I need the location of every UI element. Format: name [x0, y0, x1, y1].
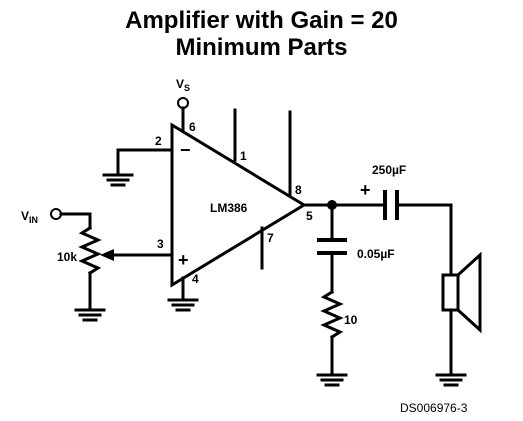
pin1-number: 1 [240, 149, 247, 163]
pin2-number: 2 [155, 134, 162, 148]
output-cap-plus: + [360, 180, 371, 200]
zobel-resistor-label: 10 [344, 313, 358, 327]
pin7-number: 7 [267, 231, 274, 245]
speaker-icon [441, 251, 482, 334]
figure-id: DS006976-3 [400, 401, 468, 415]
pin5-number: 5 [306, 209, 313, 223]
pot-value-label: 10k [57, 250, 77, 264]
ground-icon [74, 308, 106, 322]
zobel-resistor [320, 289, 344, 340]
vin-label: VIN [21, 209, 38, 225]
zobel-cap-label: 0.05µF [357, 247, 395, 261]
ground-icon [316, 373, 348, 387]
title-line-1: Amplifier with Gain = 20 [125, 7, 398, 34]
output-cap-label: 250µF [372, 163, 406, 177]
wiper-arrow-icon [100, 249, 114, 261]
ground-icon [102, 173, 134, 187]
pin4-number: 4 [192, 272, 199, 286]
pin6-number: 6 [189, 120, 196, 134]
noninverting-input-sign: + [178, 250, 189, 270]
ground-icon [167, 298, 199, 312]
vs-label: VS [176, 77, 190, 93]
pin3-number: 3 [157, 237, 164, 251]
pin8-number: 8 [295, 183, 302, 197]
lm386-amplifier-symbol [170, 122, 307, 288]
inverting-input-sign: − [180, 140, 191, 160]
potentiometer-resistor [78, 225, 102, 276]
title-line-2: Minimum Parts [175, 34, 348, 61]
lm386-label: LM386 [210, 201, 248, 215]
ground-icon [435, 373, 467, 387]
